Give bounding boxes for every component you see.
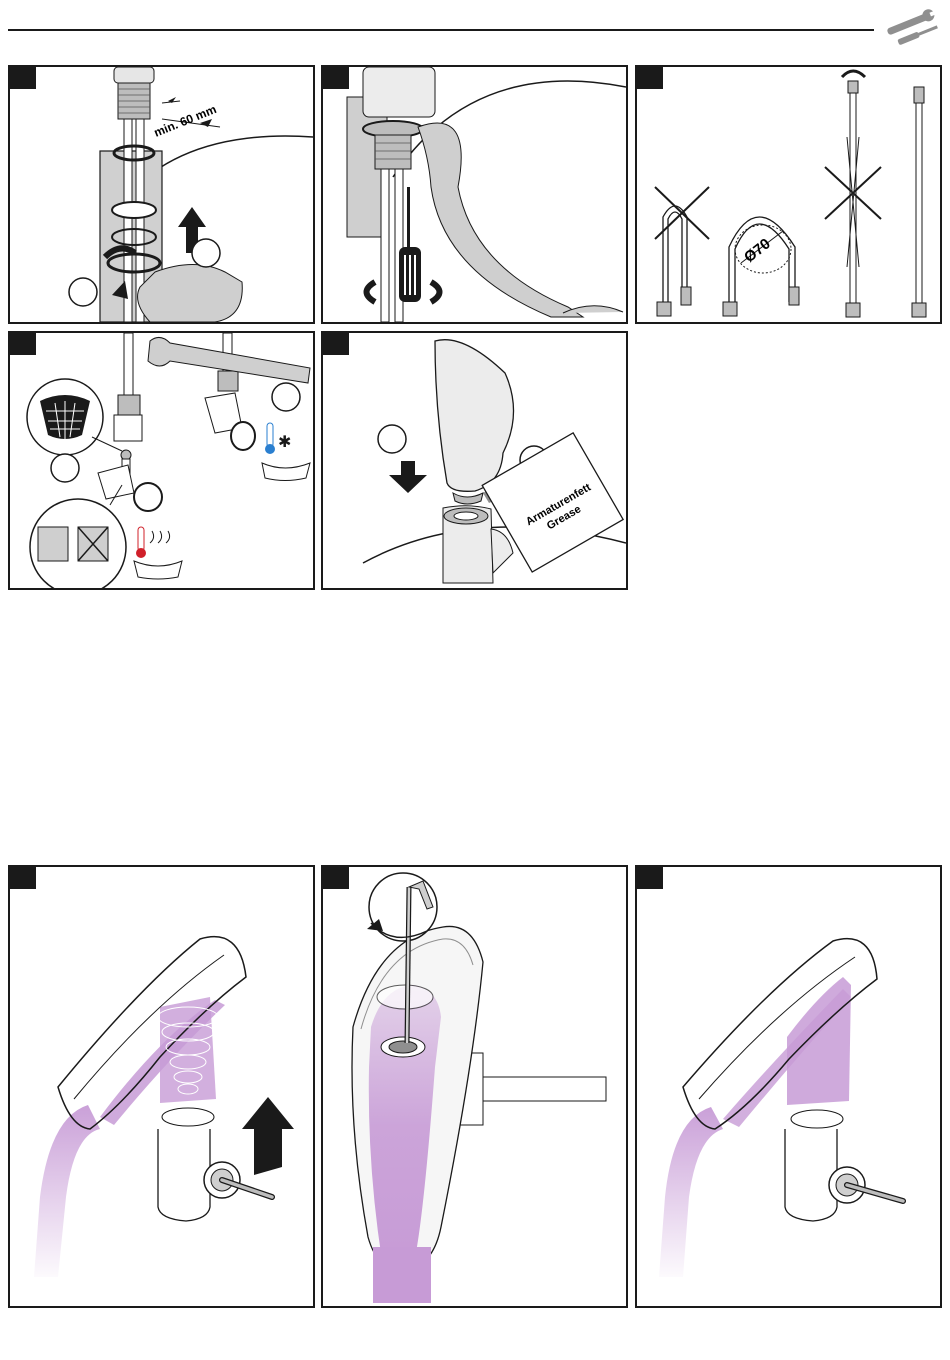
diameter-label: Ø70 [741, 235, 774, 266]
step-panel-1: min. 60 mm [8, 65, 315, 324]
step-number [10, 333, 36, 355]
panel-1-illustration: min. 60 mm [10, 67, 313, 322]
step-number [637, 67, 663, 89]
panel-7-illustration [323, 867, 626, 1306]
panel-5-illustration: Armaturenfett Grease [323, 333, 626, 588]
panel-3-illustration: Ø70 [637, 67, 940, 322]
step-number [323, 67, 349, 89]
step-panel-6 [8, 865, 315, 1308]
step-number [10, 67, 36, 89]
step-panel-4: ✱ [8, 331, 315, 590]
svg-text:✱: ✱ [278, 432, 291, 451]
panel-8-illustration [637, 867, 940, 1306]
header-rule [8, 29, 874, 31]
step-number [323, 333, 349, 355]
panel-6-illustration [10, 867, 313, 1306]
step-panel-2 [321, 65, 628, 324]
step-number [323, 867, 349, 889]
step-number [10, 867, 36, 889]
panel-2-illustration [323, 67, 626, 322]
step-panel-7 [321, 865, 628, 1308]
panel-4-illustration: ✱ [10, 333, 313, 588]
step-panel-5: Armaturenfett Grease [321, 331, 628, 590]
step-panel-3: Ø70 [635, 65, 942, 324]
wrench-screwdriver-icon [884, 7, 942, 49]
step-panel-8 [635, 865, 942, 1308]
step-number [637, 867, 663, 889]
